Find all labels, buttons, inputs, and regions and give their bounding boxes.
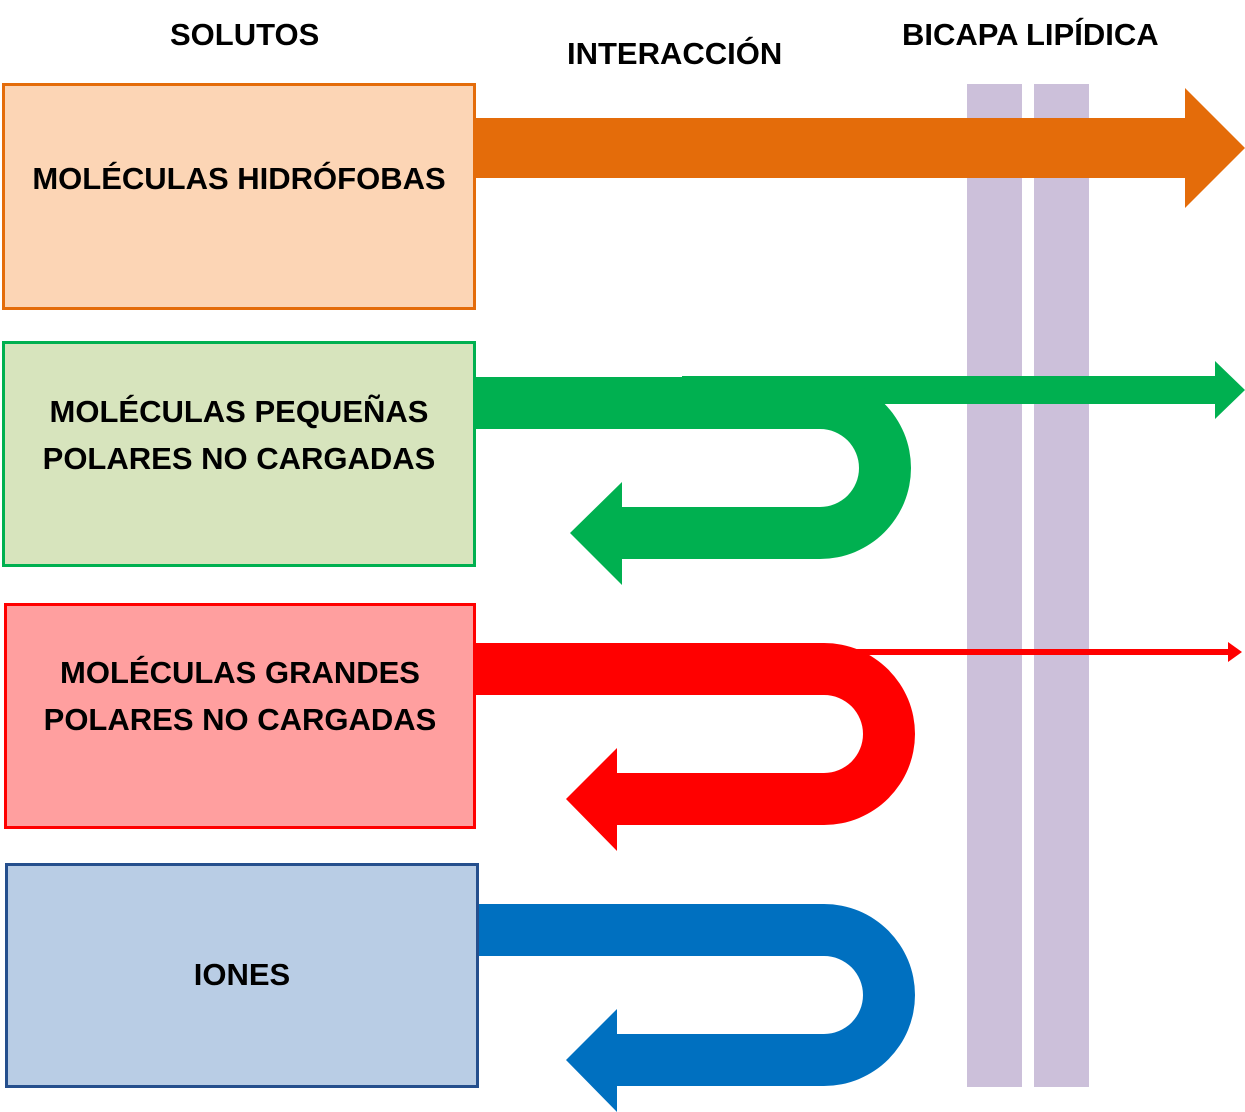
header-solutos: SOLUTOS [170,17,320,52]
solute-box-iones: IONES [5,863,479,1088]
hydrophobic-pass-arrow [449,88,1245,208]
lipid-bilayer-inner-leaflet [1034,84,1089,1087]
large-polar-reflect-arrow [451,643,915,851]
small-polar-reflect-arrow [455,377,911,585]
solute-box-hidrofobas: MOLÉCULAS HIDRÓFOBAS [2,83,476,310]
header-bicapa-lipidica: BICAPA LIPÍDICA [902,17,1159,52]
lipid-bilayer-outer-leaflet [967,84,1022,1087]
solute-box-pequenas-polares: MOLÉCULAS PEQUEÑAS POLARES NO CARGADAS [2,341,476,567]
large-polar-pass-arrow [700,642,1242,662]
small-polar-pass-arrow [682,361,1245,419]
header-interaccion: INTERACCIÓN [567,36,783,71]
solute-box-grandes-polares: MOLÉCULAS GRANDES POLARES NO CARGADAS [4,603,476,829]
ion-reflect-arrow [452,904,915,1112]
